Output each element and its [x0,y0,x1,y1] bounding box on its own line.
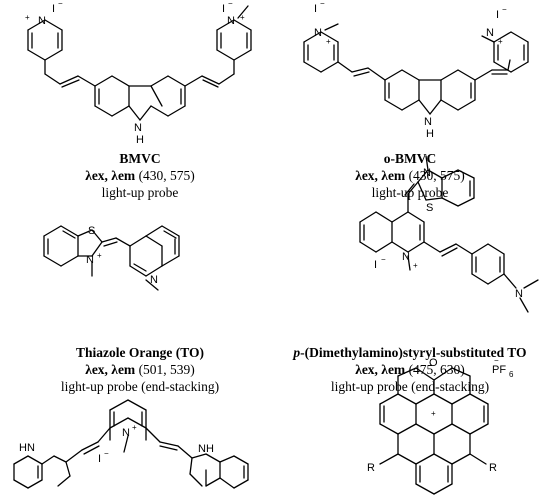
to-plus: + [97,251,102,260]
bottom-nh: NH [198,443,214,455]
bottom-o-atom: O [429,357,438,369]
bottom-n-pyridinium: N [122,427,130,439]
to-n-benzothiazole: N [86,254,94,266]
bmvc-carbazole-core [94,75,186,121]
o-bmvc-h-carbazole: H [426,128,434,140]
caption-styryl-lambda-label: λex, λem [355,362,406,377]
bottom-r-left: R [367,462,375,474]
caption-bmvc-probe: light-up probe [101,185,179,200]
caption-to-lambda-values: (501, 539) [138,362,195,377]
o-bmvc-n-carbazole: N [424,116,432,128]
bmvc-right-pyridinium [184,5,252,88]
bottom-right-polycycle [379,367,489,495]
caption-o-bmvc-lambda-label: λex, λem [355,168,406,183]
caption-bmvc: BMVC λex, λem (430, 575) light-up probe [5,150,275,201]
bmvc-n-carbazole: N [134,122,142,134]
caption-styryl-lambda-values: (475, 630) [408,362,465,377]
bmvc-left-pyridinium [27,19,96,88]
styryl-n-quinoline: N [402,251,410,263]
caption-o-bmvc-name: o-BMVC [383,151,437,166]
pf6-subscript: 6 [509,370,514,379]
bmvc-n-left: N [38,15,46,27]
caption-bmvc-name: BMVC [119,151,161,166]
o-bmvc-carbazole-core [384,69,476,115]
to-benzothiazole [43,225,118,277]
caption-to-name: Thiazole Orange (TO) [76,345,204,360]
bmvc-minus-right: − [228,0,233,8]
bmvc-iodide-left: I [52,3,55,15]
to-quinoline [115,225,180,291]
styryl-plus: + [413,261,418,270]
bottom-right-indole [189,453,249,489]
o-bmvc-iodide-left: I [314,3,317,15]
o-bmvc-plus-right: + [498,37,503,46]
pf6-label: PF [492,364,506,376]
styryl-to-benzothiazole [404,155,475,207]
o-bmvc-minus-left: − [320,0,325,8]
caption-o-bmvc: o-BMVC λex, λem (430, 575) light-up prob… [275,150,545,201]
bottom-iodide: I [98,453,101,465]
caption-to-lambda-label: λex, λem [85,362,136,377]
styryl-minus: − [381,255,386,264]
styryl-quinoline [359,193,473,271]
o-bmvc-minus-right: − [502,5,507,14]
to-s-atom: S [88,225,95,237]
o-bmvc-iodide-right: I [496,9,499,21]
caption-styryl-lambda: λex, λem (475, 630) [268,361,550,378]
caption-thiazole-orange: Thiazole Orange (TO) λex, λem (501, 539)… [5,344,275,395]
bmvc-plus-left: + [25,13,30,22]
bmvc-n-right: N [227,15,235,27]
bottom-center-pyridinium [65,399,193,463]
to-n-quinoline: N [150,274,158,286]
bmvc-plus-right: + [240,13,245,22]
caption-to-probe: light-up probe (end-stacking) [60,379,220,394]
bottom-left-indole [13,455,71,489]
caption-bmvc-lambda: λex, λem (430, 575) [5,167,275,184]
styryl-n-dimethylamino: N [515,288,523,300]
pf6-minus: − [494,356,499,365]
caption-o-bmvc-lambda-values: (430, 575) [408,168,465,183]
caption-styryl-to: p-(Dimethylamino)styryl-substituted TO λ… [268,344,550,395]
o-bmvc-plus-left: + [326,37,331,46]
styryl-n-benzothiazole: N [423,167,431,179]
caption-to-lambda: λex, λem (501, 539) [5,361,275,378]
caption-o-bmvc-probe: light-up probe [371,185,449,200]
bottom-right-plus: + [431,409,436,418]
styryl-phenyl [471,243,539,313]
caption-styryl-name: p-(Dimethylamino)styryl-substituted TO [268,344,550,361]
caption-styryl-prefix: p [293,345,301,360]
caption-bmvc-lambda-values: (430, 575) [138,168,195,183]
bottom-hn: HN [19,442,35,454]
o-bmvc-right-pyridinium [474,31,529,81]
styryl-s-atom: S [426,202,433,214]
bottom-r-right: R [489,462,497,474]
o-bmvc-n-left: N [314,27,322,39]
bottom-plus: + [132,423,137,432]
caption-styryl-name-text: -(Dimethylamino)styryl-substituted TO [300,345,527,360]
o-bmvc-n-right: N [486,27,494,39]
caption-o-bmvc-lambda: λex, λem (430, 575) [275,167,545,184]
bmvc-h-carbazole: H [136,134,144,146]
bottom-minus: − [104,449,109,458]
styryl-iodide: I [374,259,377,271]
caption-styryl-probe: light-up probe (end-stacking) [330,379,490,394]
o-bmvc-left-pyridinium [303,23,386,81]
caption-bmvc-lambda-label: λex, λem [85,168,136,183]
bmvc-iodide-right: I [222,3,225,15]
bmvc-minus-left: − [58,0,63,8]
